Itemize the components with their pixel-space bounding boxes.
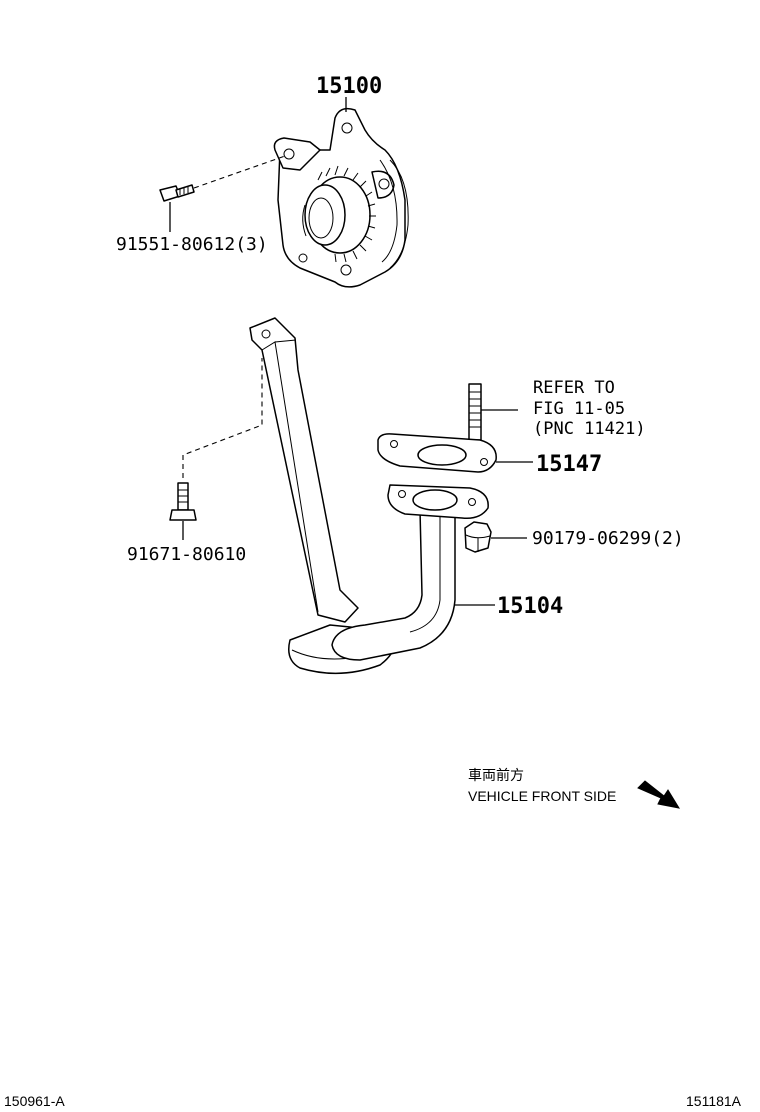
stud-refer-note-line-2: FIG 11-05 [533,399,625,419]
stud-refer-note-line-3: (PNC 11421) [533,419,646,439]
pump-bolt-part-number: 91551-80612(3) [116,234,268,255]
nut-illustration [464,521,492,553]
strainer-part-number: 15104 [497,594,563,619]
nut-part-number: 90179-06299(2) [532,528,684,549]
oil-pump-illustration [273,107,409,288]
footer-code-right: 151181A [686,1093,742,1109]
arrow-down-right-icon [637,780,681,809]
gasket-part-number: 15147 [536,452,602,477]
stud-illustration [468,383,482,441]
footer-code-left: 150961-A [4,1093,65,1109]
oil-pump-part-number: 15100 [316,74,382,99]
stud-refer-note-line-1: REFER TO [533,378,615,398]
gasket-illustration [377,433,497,473]
oil-strainer-illustration [249,317,489,675]
vehicle-front-label-en: VEHICLE FRONT SIDE [468,788,616,804]
strainer-bolt-part-number: 91671-80610 [127,544,246,565]
pump-bolt-illustration [159,184,195,202]
strainer-bolt-illustration [169,482,197,521]
vehicle-front-label-jp: 車両前方 [468,767,524,783]
